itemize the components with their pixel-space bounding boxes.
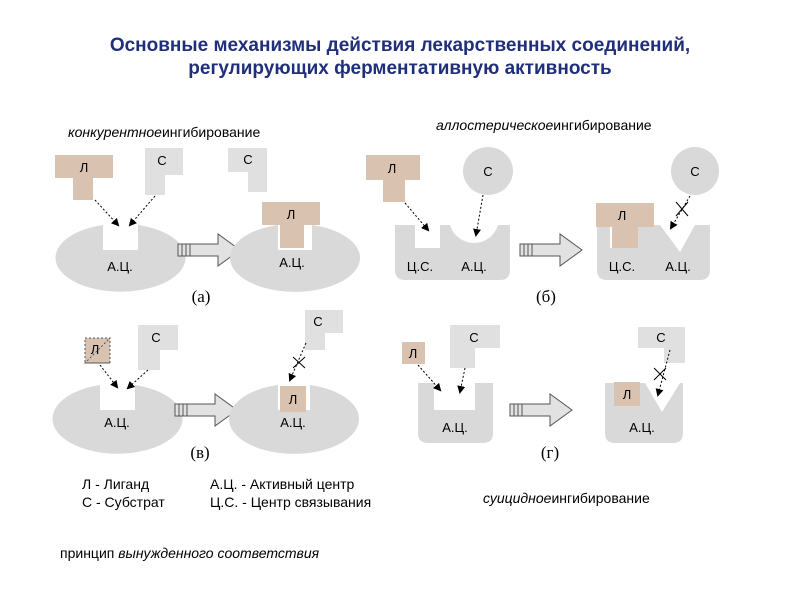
legend-left: Л - Лиганд С - Субстрат bbox=[82, 475, 165, 511]
transition-arrow bbox=[519, 233, 583, 267]
substrate-arrow bbox=[457, 367, 466, 394]
ligand-label: Л bbox=[287, 207, 296, 222]
active-center-label: А.Ц. bbox=[104, 415, 130, 430]
active-center-label: А.Ц. bbox=[442, 420, 468, 435]
ligand-label: Л bbox=[91, 342, 100, 357]
substrate-shape bbox=[145, 148, 183, 195]
ligand-arrow bbox=[99, 364, 119, 389]
panel-g: А.Ц. Л С Л А.Ц. С (г) bbox=[402, 325, 685, 462]
ligand-shape bbox=[280, 386, 306, 412]
enzyme-shape bbox=[418, 383, 493, 443]
substrate-arrow bbox=[473, 194, 484, 237]
caption-allosteric: аллостерическоеингибирование bbox=[436, 117, 652, 133]
block-cross-icon bbox=[675, 201, 689, 217]
binding-center-label: Ц.С. bbox=[407, 259, 433, 274]
ligand-label: Л bbox=[388, 161, 397, 176]
substrate-label: С bbox=[656, 330, 665, 345]
legend-right: А.Ц. - Активный центр Ц.С. - Центр связы… bbox=[210, 475, 371, 511]
substrate-shape bbox=[671, 147, 719, 195]
ligand-label: Л bbox=[80, 160, 89, 175]
ligand-arrow bbox=[94, 199, 120, 227]
substrate-shape bbox=[138, 325, 178, 370]
panel-label-a: (а) bbox=[192, 287, 211, 306]
panel-a: А.Ц. Л С А.Ц. Л С (а) bbox=[55, 148, 360, 306]
legend-ligand: Л - Лиганд bbox=[82, 476, 150, 492]
transition-arrow bbox=[174, 393, 238, 427]
ligand-label: Л bbox=[289, 392, 298, 407]
ligand-shape bbox=[402, 342, 425, 364]
enzyme-shape bbox=[229, 385, 359, 454]
binding-center-label: Ц.С. bbox=[609, 259, 635, 274]
enzyme-shape bbox=[52, 385, 183, 454]
substrate-label: С bbox=[690, 164, 699, 179]
substrate-shape bbox=[463, 147, 513, 195]
substrate-label: С bbox=[469, 330, 478, 345]
substrate-label: С bbox=[151, 330, 160, 345]
caption-induced-fit: принцип вынужденного соответствия bbox=[60, 545, 320, 561]
ligand-shape bbox=[366, 155, 420, 202]
block-cross-icon bbox=[653, 367, 667, 381]
substrate-label: С bbox=[157, 153, 166, 168]
ligand-shape bbox=[614, 382, 640, 406]
substrate-label: С bbox=[313, 314, 322, 329]
active-center-label: А.Ц. bbox=[461, 259, 487, 274]
enzyme-shape bbox=[597, 225, 710, 280]
substrate-shape bbox=[305, 310, 343, 350]
enzyme-shape bbox=[605, 383, 683, 443]
ligand-shape bbox=[596, 203, 654, 248]
caption-suicide: суицидноеингибирование bbox=[483, 490, 650, 506]
substrate-arrow bbox=[128, 195, 156, 227]
blocked-arrow bbox=[669, 195, 691, 230]
ligand-label: Л bbox=[623, 387, 632, 402]
enzyme-shape bbox=[395, 225, 510, 280]
active-center-label: А.Ц. bbox=[279, 255, 305, 270]
ligand-outline bbox=[83, 337, 111, 364]
ligand-arrow bbox=[404, 202, 430, 232]
caption-competitive: конкурентноеингибирование bbox=[68, 124, 261, 140]
ligand-label: Л bbox=[409, 346, 418, 361]
substrate-arrow bbox=[126, 369, 149, 390]
active-center-label: А.Ц. bbox=[665, 259, 691, 274]
panel-b: Ц.С. А.Ц. Л С Ц.С. А.Ц. Л С (б) bbox=[366, 147, 719, 306]
ligand-shape bbox=[262, 202, 320, 248]
ligand-shape bbox=[55, 155, 113, 200]
title-line-2: регулирующих ферментативную активность bbox=[188, 58, 612, 79]
title-line-1: Основные механизмы действия лекарственны… bbox=[109, 35, 691, 56]
substrate-label: С bbox=[483, 164, 492, 179]
transition-arrow bbox=[509, 393, 573, 427]
substrate-shape bbox=[228, 148, 267, 192]
substrate-shape bbox=[638, 327, 685, 363]
panel-v: А.Ц. Л С Л А.Ц. С (в) bbox=[52, 310, 359, 462]
active-center-label: А.Ц. bbox=[629, 420, 655, 435]
block-cross-icon bbox=[292, 356, 306, 369]
legend-active-center: А.Ц. - Активный центр bbox=[210, 476, 355, 492]
enzyme-shape bbox=[55, 225, 186, 292]
active-center-label: А.Ц. bbox=[280, 415, 306, 430]
panel-label-v: (в) bbox=[190, 443, 209, 462]
legend-substrate: С - Субстрат bbox=[82, 494, 165, 510]
legend-binding-center: Ц.С. - Центр связывания bbox=[210, 494, 372, 510]
ligand-label: Л bbox=[618, 208, 627, 223]
substrate-label: С bbox=[243, 152, 252, 167]
substrate-shape bbox=[450, 325, 500, 368]
panel-label-g: (г) bbox=[541, 443, 559, 462]
active-center-label: А.Ц. bbox=[107, 259, 133, 274]
enzyme-shape bbox=[230, 225, 360, 292]
panel-label-b: (б) bbox=[536, 287, 556, 306]
ligand-arrow bbox=[417, 364, 442, 392]
